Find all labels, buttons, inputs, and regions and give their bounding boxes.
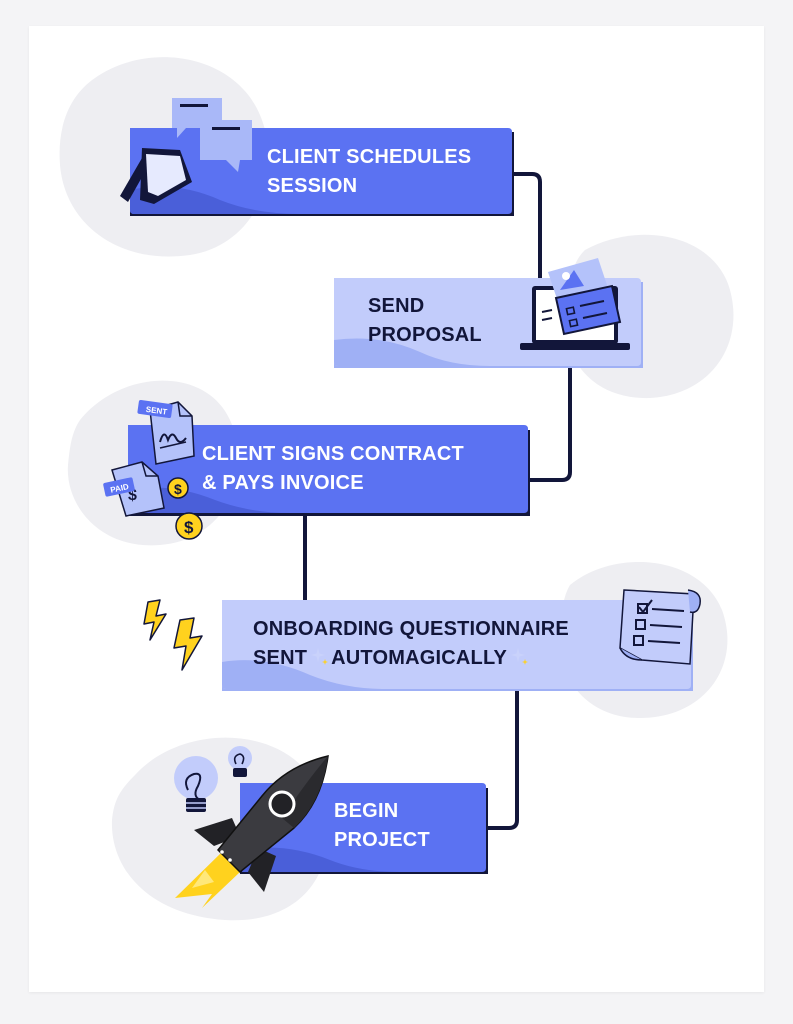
step-label-project: BEGIN PROJECT [334,797,430,855]
form-card-icon [541,284,622,336]
lightning-bolts-icon [143,599,203,671]
coin-icon: $ [175,512,203,540]
checklist-scroll-icon [619,589,701,665]
connector-2 [526,365,572,482]
step-label-questionnaire-automagically: AUTOMAGICALLY [331,647,508,669]
step-label-contract-line1: CLIENT SIGNS CONTRACT [202,443,464,465]
step-label-questionnaire-line1: ONBOARDING QUESTIONNAIRE [253,618,569,640]
step-label-schedule-line1: CLIENT SCHEDULES [267,146,472,168]
laptop-proposal-icon [520,258,630,350]
invoice-dollar-text: $ [128,487,137,504]
lightbulb-icon [174,756,218,812]
lightning-bolt-icon [173,617,203,671]
signed-contract-document-icon: SENT [137,399,195,465]
connector-lines [303,172,572,830]
step-label-questionnaire-sent: SENT [253,647,308,669]
calendar-chat-icon [120,98,252,204]
paid-invoice-document-icon: $ PAID [103,461,165,517]
signed-contract-paid-invoice-icon: SENT $ PAID $ $ [103,399,203,540]
calendar-icon [120,148,192,204]
step-label-proposal-line1: SEND [368,295,425,317]
svg-text:$: $ [174,481,182,497]
sent-tag-text: SENT [145,405,167,417]
lightbulb-icon [228,746,252,777]
paid-tag-text: PAID [110,482,130,495]
step-label-proposal-line2: PROPOSAL [368,324,482,346]
chat-bubble-icon [200,120,252,172]
lightning-bolt-icon [143,599,167,641]
step-label-proposal: SEND PROPOSAL [368,292,482,350]
step-box-questionnaire [222,600,693,691]
step-label-schedule-line2: SESSION [267,175,358,197]
step-box-contract [128,425,530,516]
sparkle-icon [511,648,529,665]
coin-icon: $ [167,477,189,499]
connector-4 [484,687,519,830]
step-label-contract: CLIENT SIGNS CONTRACT & PAYS INVOICE [202,440,464,498]
step-label-schedule: CLIENT SCHEDULES SESSION [267,143,471,201]
step-label-project-line2: PROJECT [334,829,430,851]
step-label-questionnaire-line2: SENT AUTOMAGICALLY [253,644,569,673]
connector-1 [510,172,542,284]
step-label-contract-line2: & PAYS INVOICE [202,472,364,494]
svg-text:$: $ [184,518,194,537]
step-label-questionnaire: ONBOARDING QUESTIONNAIRE SENT AUTOMAGICAL… [253,615,569,673]
step-label-project-line1: BEGIN [334,800,399,822]
sparkle-icon [311,648,329,665]
rocket-icon [175,755,329,908]
